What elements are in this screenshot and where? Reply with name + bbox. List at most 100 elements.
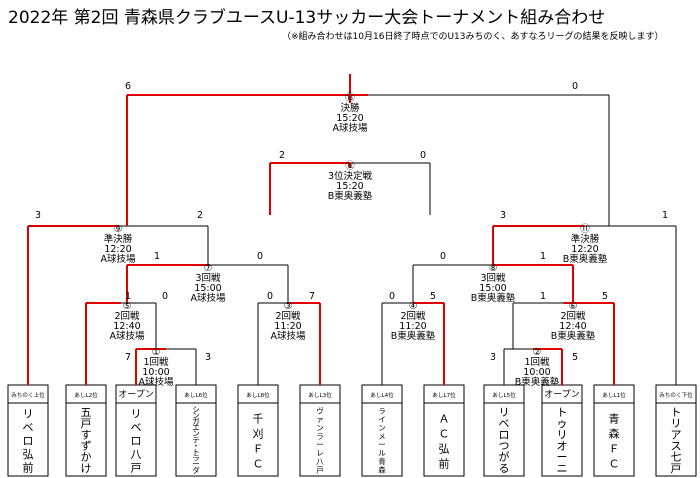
score-left: 1: [154, 251, 160, 262]
score-left: 3: [490, 352, 496, 363]
match-number: ⑥: [569, 301, 578, 312]
team-name: ヴァンラーレ八戸: [316, 406, 324, 475]
score-left: 7: [125, 352, 131, 363]
match-time: 11:20: [274, 321, 301, 332]
match-number: ⑤: [123, 301, 132, 312]
team-seed: あしL1位: [602, 391, 626, 399]
team-seed: あしL7位: [432, 391, 456, 399]
team-seed: みちのく上位: [11, 391, 45, 399]
score-right: 0: [162, 291, 168, 302]
match-round: 準決勝: [104, 233, 133, 245]
match-round: 3回戦: [195, 272, 221, 284]
match-round: 2回戦: [275, 310, 301, 322]
match-number: ⑬: [345, 93, 355, 104]
match-venue: B東奥義塾: [391, 330, 436, 342]
match-round: 1回戦: [524, 356, 550, 368]
match-venue: A球技場: [191, 292, 226, 304]
match-venue: B東奥義塾: [551, 330, 596, 342]
match-number: ⑦: [204, 263, 213, 274]
team-seed: あしL3位: [308, 391, 332, 399]
score-left: 3: [500, 210, 506, 221]
team-name: リベロ八戸: [131, 408, 142, 475]
team-seed: あしL5位: [492, 391, 516, 399]
team-name: 青森ＦＣ: [609, 413, 620, 471]
match-number: ④: [409, 301, 418, 312]
team-seed: オープン: [544, 389, 579, 400]
score-left: 2: [279, 150, 285, 161]
page-title: 2022年 第2回 青森県クラブユースU-13サッカー大会トーナメント組み合わせ: [8, 8, 606, 28]
team-box-frame: [483, 384, 525, 477]
score-right: 5: [572, 352, 578, 363]
match-venue: B東奥義塾: [471, 292, 516, 304]
score-left: 6: [125, 81, 131, 92]
team-name: 五戸すずかけ: [81, 406, 92, 475]
match-number: ⑧: [489, 263, 498, 274]
team-box-frame: [299, 384, 341, 477]
team-seed: あしL4位: [370, 391, 394, 399]
match-time: 10:00: [142, 367, 169, 378]
score-right: 1: [662, 210, 668, 221]
team-name: シンガエンテ・トラーダ: [192, 405, 200, 475]
team-box-frame: [423, 384, 465, 477]
team-seed: オープン: [118, 389, 153, 400]
match-time: 12:40: [113, 321, 140, 332]
match-round: 3位決定戦: [328, 170, 373, 182]
match-time: 11:20: [399, 321, 426, 332]
match-number: ③: [284, 301, 293, 312]
team-seed: あしL8位: [246, 391, 270, 399]
match-time: 15:00: [194, 283, 221, 294]
score-right: 1: [540, 251, 546, 262]
team-box-frame: [655, 384, 697, 477]
team-box-frame: [361, 384, 403, 477]
match-venue: B東奥義塾: [515, 376, 560, 388]
score-right: 7: [309, 291, 315, 302]
score-left: 0: [440, 251, 446, 262]
match-time: 15:20: [336, 181, 363, 192]
score-right: 0: [420, 150, 426, 161]
match-round: 決勝: [340, 102, 360, 114]
score-right: 0: [257, 251, 263, 262]
team-name: トゥリオーニ: [557, 406, 568, 475]
match-venue: A球技場: [333, 122, 368, 134]
score-right: 5: [602, 291, 608, 302]
match-number: ①: [152, 347, 161, 358]
match-round: 2回戦: [400, 310, 426, 322]
match-round: 準決勝: [571, 233, 600, 245]
match-venue: B東奥義塾: [563, 253, 608, 265]
team-seed: あしL6位: [184, 391, 208, 399]
match-number: ⑨: [114, 224, 123, 235]
score-right: 2: [197, 210, 203, 221]
match-venue: A球技場: [110, 330, 145, 342]
match-time: 15:00: [479, 283, 506, 294]
match-round: 2回戦: [560, 310, 586, 322]
match-round: 2回戦: [114, 310, 140, 322]
match-number: ⑪: [580, 224, 590, 235]
team-name: リベロ弘前: [23, 408, 34, 475]
match-venue: A球技場: [271, 330, 306, 342]
team-name: 千刈ＦＣ: [253, 413, 264, 471]
match-time: 12:20: [571, 244, 598, 255]
match-time: 12:40: [559, 321, 586, 332]
score-left: 0: [389, 291, 395, 302]
score-right: 3: [205, 352, 211, 363]
score-left: 1: [125, 291, 131, 302]
team-seed: みちのく下位: [659, 391, 693, 399]
match-time: 12:20: [104, 244, 131, 255]
team-seed: あしL2位: [74, 391, 98, 399]
match-number: ⑫: [345, 161, 355, 172]
score-left: 3: [35, 210, 41, 221]
match-venue: A球技場: [101, 253, 136, 265]
